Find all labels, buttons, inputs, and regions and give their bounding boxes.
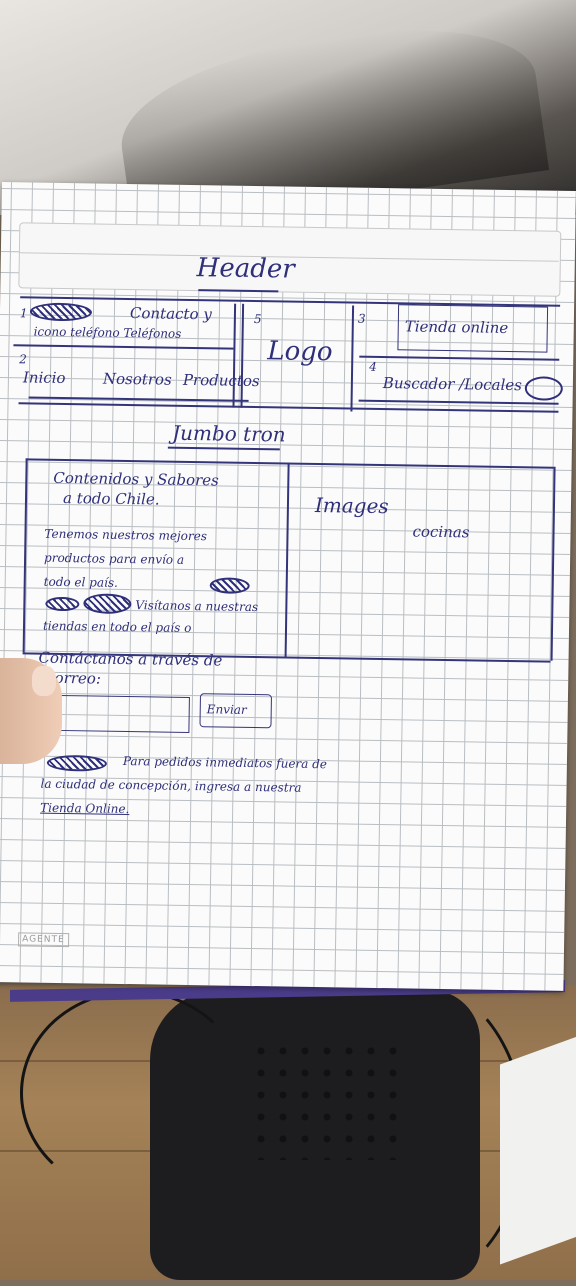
mark-2: 2 <box>19 352 27 367</box>
divider-right <box>350 305 354 412</box>
scribble-mark <box>45 596 80 612</box>
sketch-title: Header <box>196 253 295 285</box>
email-field[interactable] <box>41 694 190 734</box>
search-field[interactable]: Buscador /Locales <box>382 374 523 395</box>
shop-button-label: Tienda online <box>404 317 509 337</box>
nav-item-nosotros[interactable]: Nosotros <box>102 369 172 389</box>
shop-button[interactable]: Tienda online <box>397 304 549 353</box>
notebook-brand-label: AGENTE <box>17 932 69 948</box>
notebook-page: Header 1 Contacto y icono teléfono Teléf… <box>0 182 576 991</box>
jumbotron-left-line <box>22 458 28 653</box>
nav-underline <box>28 396 249 402</box>
jumbotron-image-label: Images <box>314 492 389 519</box>
header-bottom-line <box>18 402 559 413</box>
divider-left <box>232 303 236 408</box>
send-button-label: Enviar <box>206 702 247 717</box>
mark-3: 3 <box>357 311 366 326</box>
send-button[interactable]: Enviar <box>199 693 272 729</box>
nav-item-inicio[interactable]: Inicio <box>22 368 66 388</box>
scribble-mark <box>209 577 250 594</box>
footer-note-line1: Para pedidos inmediatos fuera de <box>122 753 328 772</box>
jumbotron-body-line2: productos para envío a <box>43 550 185 567</box>
jumbotron-image-sublabel: cocinas <box>412 522 470 542</box>
jumbotron-heading-line1: Contenidos y Sabores <box>53 468 219 490</box>
divider-left-2 <box>240 303 244 408</box>
white-box <box>500 1035 576 1265</box>
mark-1: 1 <box>19 306 28 321</box>
jumbotron-label-underline <box>167 446 280 450</box>
jumbotron-body-line5: tiendas en todo el país o <box>42 618 192 636</box>
jumbotron-body-line4: Visítanos a nuestras <box>135 598 259 615</box>
contact-line2: icono teléfono Teléfonos <box>33 324 182 341</box>
jumbotron-divider <box>284 462 290 657</box>
thumb-nail <box>32 666 56 696</box>
jumbotron-body-line3: todo el país. <box>43 574 118 590</box>
subscribe-text-line1: Contáctanos a través de <box>38 648 223 670</box>
nav-item-productos[interactable]: Productos <box>182 370 260 391</box>
search-underline <box>358 399 559 405</box>
jumbotron-body-line1: Tenemos nuestros mejores <box>44 526 208 544</box>
contact-underline <box>13 344 234 350</box>
search-icon <box>524 376 564 401</box>
mark-5: 5 <box>253 311 262 327</box>
jumbotron-label: Jumbo tron <box>171 420 286 447</box>
jumbotron-top-line <box>25 458 554 469</box>
cable <box>300 980 526 1286</box>
cable <box>20 990 246 1196</box>
shop-online-link[interactable]: Tienda Online. <box>40 800 130 817</box>
phone-icon-scribble <box>29 302 93 322</box>
contact-line1: Contacto y <box>129 304 212 324</box>
jumbotron-heading-line2: a todo Chile. <box>62 488 160 509</box>
background-cloth <box>0 0 576 215</box>
shop-underline <box>359 355 560 361</box>
jumbotron-right-line <box>550 466 556 661</box>
mark-4: 4 <box>369 359 377 374</box>
footer-note-line2: la ciudad de concepción, ingresa a nuest… <box>40 776 302 795</box>
scribble-mark <box>46 754 108 772</box>
logo-placeholder[interactable]: Logo <box>267 336 333 368</box>
scribble-mark <box>83 593 132 615</box>
